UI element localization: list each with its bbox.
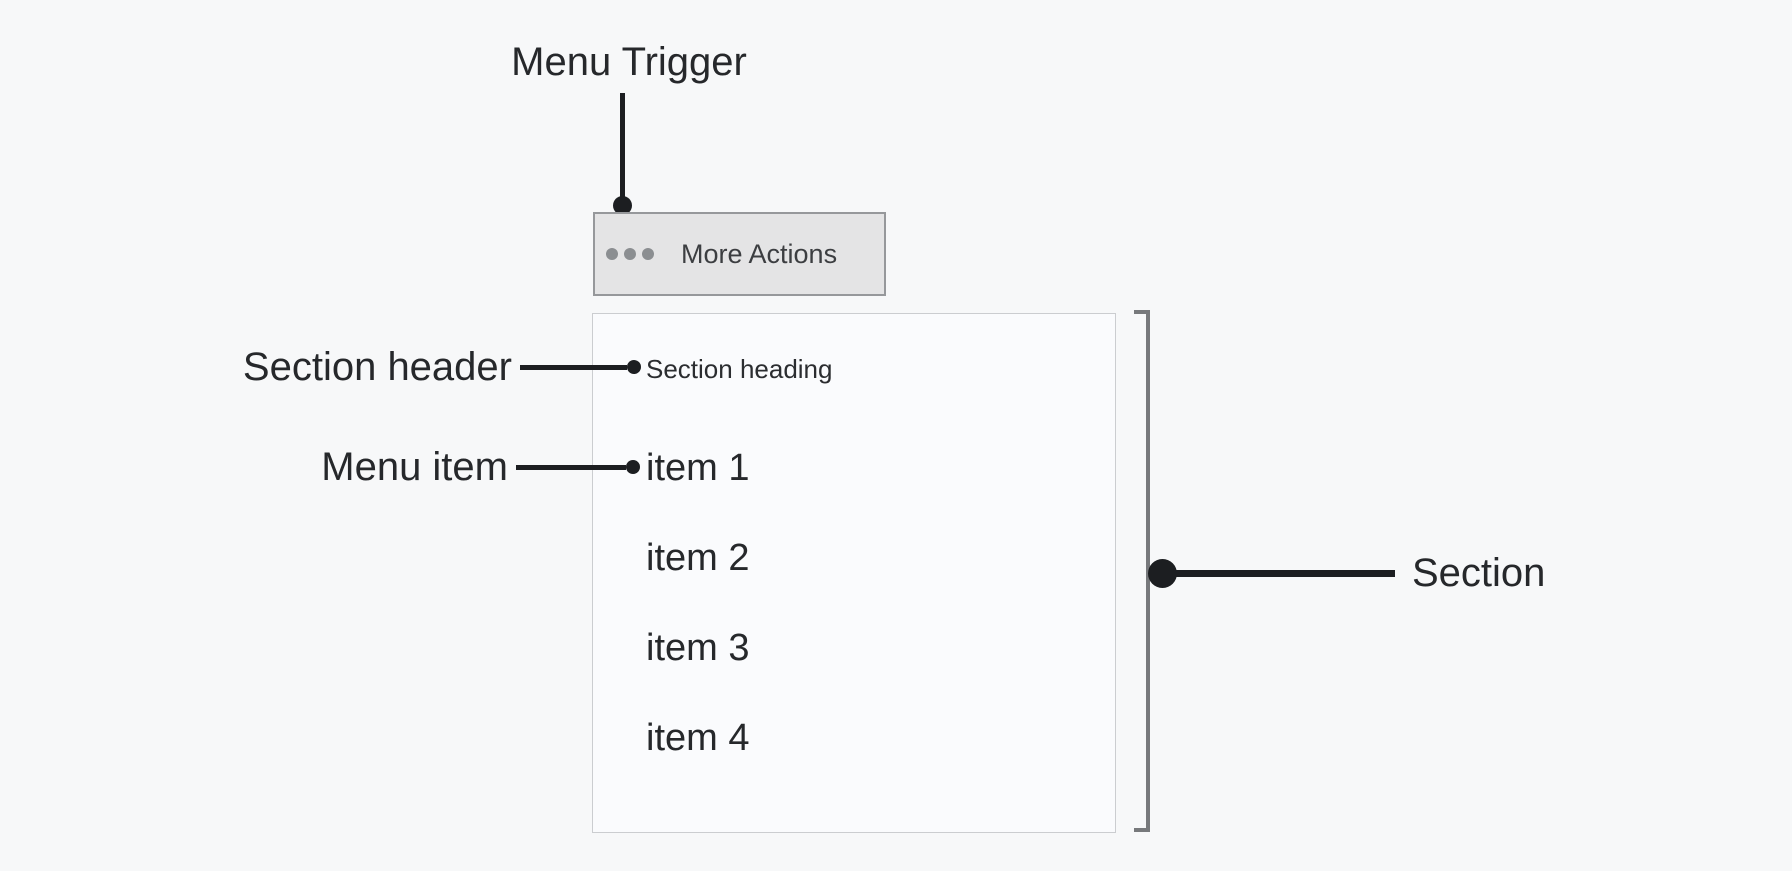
menu-item-1[interactable]: item 1 (646, 447, 750, 489)
more-actions-button[interactable]: More Actions (593, 212, 886, 296)
menu-trigger-pointer-dot (613, 196, 632, 215)
menu-section-heading: Section heading (646, 354, 833, 384)
section-header-annotation: Section header (243, 339, 641, 395)
menu-item-pointer-dot (626, 460, 640, 474)
menu-trigger-pointer-line (620, 93, 625, 197)
menu-item-annotation-label: Menu item (321, 445, 508, 489)
menu-trigger-annotation-label: Menu Trigger (511, 40, 747, 84)
menu-item-2[interactable]: item 2 (646, 537, 750, 579)
more-actions-button-label: More Actions (681, 238, 838, 269)
menu-item-3[interactable]: item 3 (646, 627, 750, 669)
section-annotation-label: Section (1412, 551, 1546, 595)
menu-item-pointer-line (516, 464, 626, 470)
section-pointer-line (1175, 570, 1395, 577)
section-header-annotation-label: Section header (242, 345, 512, 389)
section-header-pointer-line (520, 364, 627, 370)
section-header-pointer-dot (627, 360, 641, 374)
menu-item-4[interactable]: item 4 (646, 717, 750, 759)
section-pointer-dot (1148, 559, 1177, 588)
ellipsis-icon (606, 248, 654, 260)
menu-popup: Section heading item 1 item 2 item 3 ite… (592, 313, 1116, 833)
menu-item-annotation: Menu item (321, 439, 640, 495)
